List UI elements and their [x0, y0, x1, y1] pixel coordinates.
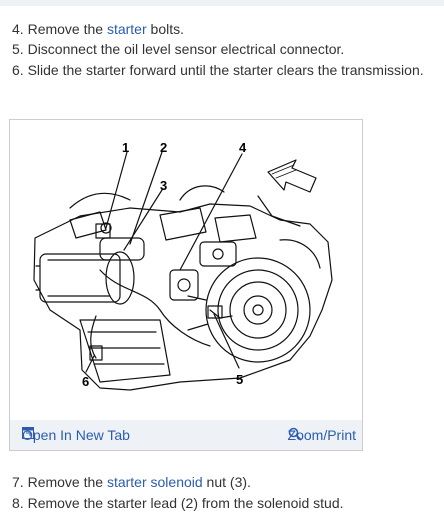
step-text: nut (3). [202, 474, 251, 490]
open-in-new-tab-link[interactable]: Open In New Tab [22, 427, 130, 443]
step-text: bolts. [146, 21, 184, 37]
step-text: Slide the starter forward until the star… [27, 62, 424, 78]
open-in-new-tab-label: Open In New Tab [22, 427, 130, 443]
step-7: 7. Remove the starter solenoid nut (3). [12, 473, 251, 491]
step-4: 4. Remove the starter bolts. [12, 20, 184, 38]
step-number: 7. [12, 474, 24, 490]
open-in-new-tab-icon [22, 427, 34, 439]
callout-3: 3 [160, 178, 167, 193]
callout-1: 1 [122, 140, 129, 155]
step-text: Remove the starter lead (2) from the sol… [27, 495, 344, 511]
step-text: Disconnect the oil level sensor electric… [27, 41, 345, 57]
starter-diagram-figure: 1 2 3 4 5 6 Open In New Tab Zoom/Print [9, 119, 363, 451]
callout-4: 4 [239, 140, 247, 155]
zoom-print-label: Zoom/Print [287, 427, 356, 443]
step-number: 6. [12, 62, 24, 78]
step-number: 4. [12, 21, 24, 37]
top-divider [0, 0, 444, 6]
step-6: 6. Slide the starter forward until the s… [12, 61, 424, 79]
callout-5: 5 [236, 372, 243, 387]
step-number: 5. [12, 41, 24, 57]
step-text: Remove the [27, 21, 107, 37]
starter-link[interactable]: starter [106, 21, 147, 37]
starter-solenoid-link[interactable]: starter solenoid [106, 474, 203, 490]
callout-6: 6 [82, 374, 89, 389]
magnifier-icon [288, 427, 302, 441]
figure-action-bar: Open In New Tab Zoom/Print [10, 420, 362, 450]
step-text: Remove the [27, 474, 107, 490]
zoom-print-link[interactable]: Zoom/Print [288, 427, 356, 443]
step-number: 8. [12, 495, 24, 511]
step-8: 8. Remove the starter lead (2) from the … [12, 494, 344, 512]
step-5: 5. Disconnect the oil level sensor elect… [12, 40, 344, 58]
callout-2: 2 [160, 140, 167, 155]
starter-illustration: 1 2 3 4 5 6 [33, 140, 333, 391]
